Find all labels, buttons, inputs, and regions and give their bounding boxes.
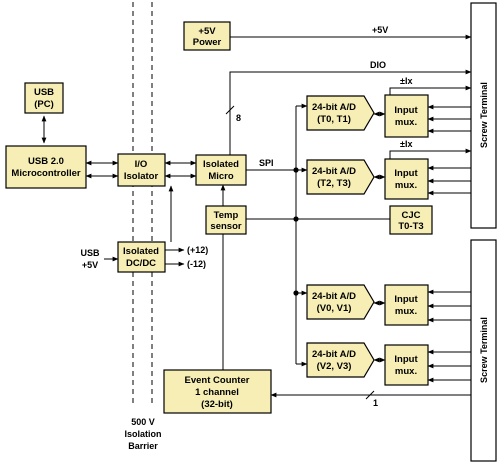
svg-text:Screw Terminal: Screw Terminal (479, 82, 489, 148)
svg-text:Input: Input (394, 168, 418, 179)
ad-converter-v0-v1: 24-bit A/D (V0, V1) (306, 284, 375, 320)
plus12-label: (+12) (187, 245, 208, 255)
usb-label: USB (80, 248, 100, 258)
plus5v-label: +5V (372, 25, 388, 35)
svg-text:24-bit A/D: 24-bit A/D (312, 102, 356, 113)
svg-text:sensor: sensor (210, 221, 241, 232)
isolation-barrier-label: 500 V Isolation Barrier (124, 417, 161, 451)
svg-text:Barrier: Barrier (128, 441, 158, 451)
input-mux-4: Input mux. (384, 344, 429, 386)
ix-label-2: ±Ix (400, 139, 412, 149)
svg-text:mux.: mux. (395, 366, 417, 377)
spi-label: SPI (259, 158, 274, 168)
svg-text:Isolated: Isolated (203, 159, 239, 170)
svg-text:(V2, V3): (V2, V3) (317, 361, 352, 372)
svg-text:+5V: +5V (198, 26, 216, 37)
ad-converter-t0-t1: 24-bit A/D (T0, T1) (306, 95, 375, 131)
svg-text:Power: Power (193, 37, 222, 48)
svg-text:24-bit A/D: 24-bit A/D (312, 349, 356, 360)
dio-width-label: 8 (236, 113, 241, 123)
ad-converter-v2-v3: 24-bit A/D (V2, V3) (306, 342, 375, 378)
svg-text:(32-bit): (32-bit) (201, 399, 233, 410)
signal-labels: +5V DIO 8 SPI ±Ix ±Ix USB +5V (+12) (-12… (80, 25, 412, 408)
isolated-dcdc-block: Isolated DC/DC (117, 241, 166, 273)
svg-text:Isolation: Isolation (124, 429, 161, 439)
dio-label: DIO (370, 60, 386, 70)
ix-label-1: ±Ix (400, 76, 412, 86)
cjc-block: CJC T0-T3 (389, 205, 433, 235)
screw-terminal-bottom: Screw Terminal (470, 239, 497, 462)
input-mux-1: Input mux. (384, 94, 429, 138)
svg-text:500 V: 500 V (131, 417, 155, 427)
svg-text:Event Counter: Event Counter (185, 375, 250, 386)
power-block: +5V Power (183, 21, 231, 51)
svg-text:Microcontroller: Microcontroller (11, 168, 80, 179)
usb-microcontroller-block: USB 2.0 Microcontroller (5, 145, 87, 189)
input-mux-2: Input mux. (384, 158, 429, 200)
minus12-label: (-12) (187, 259, 206, 269)
junction-dots (293, 167, 299, 296)
svg-text:24-bit A/D: 24-bit A/D (312, 291, 356, 302)
svg-text:CJC: CJC (401, 210, 420, 221)
isolation-barrier (132, 2, 153, 405)
svg-text:Input: Input (394, 105, 418, 116)
svg-text:Input: Input (394, 294, 418, 305)
usb-5v-label: +5V (82, 260, 98, 270)
svg-text:Input: Input (394, 354, 418, 365)
temp-sensor-block: Temp sensor (205, 205, 247, 235)
counter-width-label: 1 (373, 398, 378, 408)
screw-terminal-top: Screw Terminal (470, 2, 497, 229)
svg-text:24-bit A/D: 24-bit A/D (312, 166, 356, 177)
isolated-micro-block: Isolated Micro (195, 154, 247, 186)
input-mux-3: Input mux. (384, 284, 429, 326)
svg-text:(T0, T1): (T0, T1) (317, 114, 351, 125)
svg-text:USB 2.0: USB 2.0 (28, 156, 64, 167)
svg-text:Temp: Temp (214, 210, 239, 221)
event-counter-block: Event Counter 1 channel (32-bit) (163, 369, 272, 414)
usb-pc-block: USB (PC) (24, 82, 64, 114)
svg-text:Screw Terminal: Screw Terminal (479, 317, 489, 383)
svg-text:mux.: mux. (395, 117, 417, 128)
svg-text:T0-T3: T0-T3 (398, 221, 423, 232)
svg-text:Isolated: Isolated (123, 246, 159, 257)
svg-text:(V0, V1): (V0, V1) (317, 303, 352, 314)
svg-text:(T2, T3): (T2, T3) (317, 178, 351, 189)
svg-text:Micro: Micro (208, 171, 234, 182)
svg-text:mux.: mux. (395, 306, 417, 317)
svg-text:USB: USB (34, 87, 54, 98)
svg-text:1 channel: 1 channel (195, 387, 239, 398)
svg-text:I/O: I/O (135, 159, 148, 170)
ad-converter-t2-t3: 24-bit A/D (T2, T3) (306, 159, 375, 195)
io-isolator-block: I/O Isolator (117, 153, 166, 187)
svg-text:Isolator: Isolator (124, 171, 159, 182)
svg-text:(PC): (PC) (34, 99, 54, 110)
svg-text:mux.: mux. (395, 180, 417, 191)
svg-text:DC/DC: DC/DC (126, 258, 156, 269)
